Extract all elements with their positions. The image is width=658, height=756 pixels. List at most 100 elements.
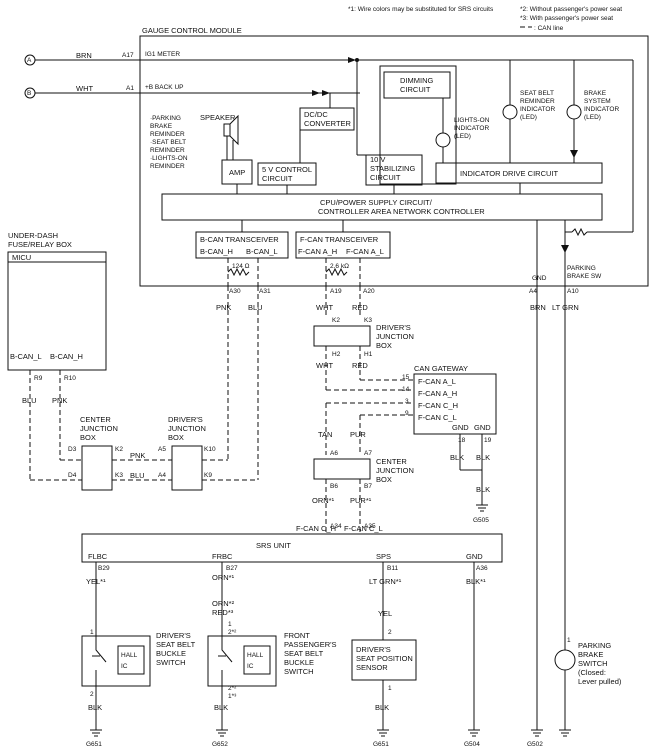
cjb1-d4: D4	[68, 472, 77, 479]
pass-hall-ic-box	[243, 645, 271, 675]
ground-g504: G504	[464, 741, 480, 748]
blk1-label: BLK*¹	[466, 577, 486, 586]
seatbelt-ind-line-4: (LED)	[520, 114, 537, 121]
cjb1-title-1: CENTER	[80, 415, 111, 424]
gateway-pin-9: 9	[405, 410, 409, 417]
pur-label: PUR	[350, 430, 366, 439]
srs-fcan-ch: F-CAN C_H	[296, 524, 336, 533]
bcan-l: B-CAN_L	[246, 247, 278, 256]
reminder-line-7: REMINDER	[150, 163, 185, 170]
cjb2-title-1: CENTER	[376, 457, 407, 466]
pbrake-pin-1: 1	[567, 637, 571, 644]
fuse-relay-box	[7, 251, 107, 371]
ten-v-line-2: STABILIZING	[370, 164, 415, 173]
cjb1-d3: D3	[68, 446, 77, 453]
cjb2-a6: A6	[330, 450, 338, 457]
amp-label: AMP	[229, 168, 245, 177]
diode-icon	[570, 150, 578, 158]
djb1-h2: H2	[332, 351, 341, 358]
parking-brake-switch-icon	[554, 649, 576, 671]
pin-b29: B29	[98, 565, 110, 572]
reminder-line-6: ·LIGHTS-ON	[150, 155, 188, 162]
fcan-title: F-CAN TRANSCEIVER	[300, 235, 379, 244]
backup-label: +B BACK UP	[145, 84, 183, 91]
can-gateway-box	[413, 373, 497, 435]
gauge-gnd-label: GND	[532, 275, 547, 282]
srs-flbc: FLBC	[88, 552, 108, 561]
ground-icon	[377, 729, 389, 737]
ic-label: IC	[121, 663, 128, 670]
driver-buckle-switch-box	[81, 635, 151, 687]
bcan-title: B-CAN TRANSCEIVER	[200, 235, 279, 244]
gauge-control-module-box	[139, 35, 649, 287]
pass-pin-2b: 2*²	[228, 685, 237, 692]
red-label-mid: RED	[352, 361, 368, 370]
resistor-124-icon	[227, 267, 250, 277]
brake-sw-line-1: PARKING	[567, 265, 596, 272]
passenger-buckle-switch-box	[207, 635, 277, 687]
indicator-group-box	[379, 65, 457, 185]
ig1-label: IG1 METER	[145, 51, 180, 58]
gateway-blk-2: BLK	[476, 453, 490, 462]
reminder-line-5: REMINDER	[150, 147, 185, 154]
ground-g651-a: G651	[86, 741, 102, 748]
ground-g502: G502	[527, 741, 543, 748]
pin-a4: A4	[529, 288, 537, 295]
sensor-pin-1: 1	[388, 685, 392, 692]
srs-unit-box	[81, 533, 503, 563]
ltgrn-brake-label: LT GRN	[552, 303, 579, 312]
sensor-line-3: SENSOR	[356, 663, 388, 672]
srs-sps: SPS	[376, 552, 391, 561]
pin-a19: A19	[330, 288, 342, 295]
cjb1-k3: K3	[115, 472, 123, 479]
connector-b-label: B	[27, 90, 31, 97]
pin-a34: A34	[330, 523, 342, 530]
orn1b-label: ORN*¹	[212, 573, 235, 582]
reminder-line-4: ·SEAT BELT	[150, 139, 186, 146]
dcdc-box	[299, 107, 355, 131]
diode-icon	[312, 90, 320, 96]
djb1-title-2: JUNCTION	[376, 332, 414, 341]
blu-mid-label: BLU	[130, 471, 145, 480]
ground-icon	[476, 504, 488, 512]
pass-switch-line-5: SWITCH	[284, 667, 314, 676]
djb2-a4: A4	[158, 472, 166, 479]
srs-frbc: FRBC	[212, 552, 233, 561]
driver-switch-line-1: DRIVER'S	[156, 631, 191, 640]
pur1-label: PUR*¹	[350, 496, 372, 505]
gateway-gnd-1: GND	[452, 423, 469, 432]
pin-a17: A17	[122, 52, 134, 59]
fuse-title-1: UNDER-DASH	[8, 231, 58, 240]
driver-switch-line-4: SWITCH	[156, 658, 186, 667]
djb1-k3: K3	[364, 317, 372, 324]
switch-icon	[92, 630, 107, 690]
gateway-line-2: F-CAN A_H	[418, 389, 457, 398]
driver-switch-pin-2: 2	[90, 691, 94, 698]
ground-g505: G505	[473, 517, 489, 524]
note-1: *1: Wire colors may be substituted for S…	[348, 6, 494, 13]
diode-icon	[322, 90, 330, 96]
brake-ind-line-2: SYSTEM	[584, 98, 611, 105]
gateway-line-4: F-CAN C_L	[418, 413, 457, 422]
pin-a1: A1	[126, 85, 134, 92]
resistor-icon	[571, 227, 588, 237]
seat-position-sensor-box	[351, 639, 417, 681]
tan-label: TAN	[318, 430, 332, 439]
dimming-box	[383, 71, 451, 99]
diode-icon	[561, 245, 569, 253]
orn1-label: ORN*¹	[312, 496, 335, 505]
gateway-pin-18: 18	[458, 437, 466, 444]
fuse-pnk-label: PNK	[52, 396, 67, 405]
dcdc-line-2: CONVERTER	[304, 119, 352, 128]
fcan-ah: F-CAN A_H	[298, 247, 337, 256]
pass-hall-label: HALL	[247, 652, 264, 659]
djb1-h1: H1	[364, 351, 373, 358]
djb2-k10: K10	[204, 446, 216, 453]
lights-on-led-icon	[435, 132, 451, 148]
can-line-label: : CAN line	[534, 25, 564, 32]
red-label-top: RED	[352, 303, 368, 312]
sensor-line-1: DRIVER'S	[356, 645, 391, 654]
bcan-h: B-CAN_H	[200, 247, 233, 256]
